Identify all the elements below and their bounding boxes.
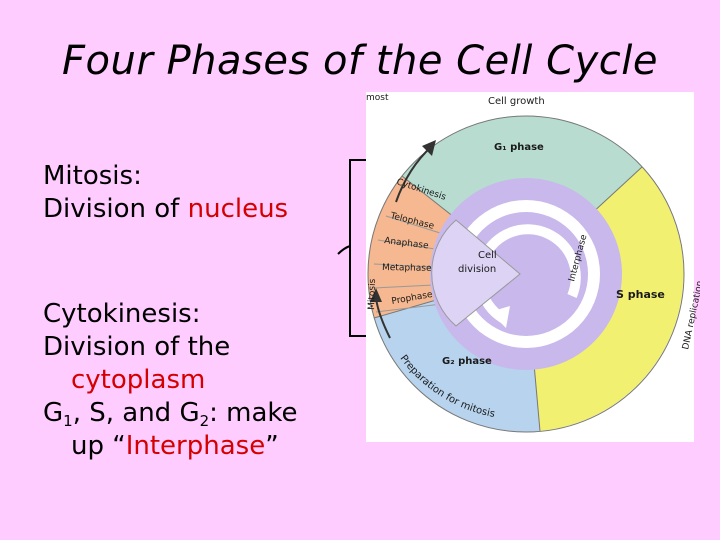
interphase-mid: , S, and G bbox=[72, 398, 200, 428]
cytokinesis-description: Division of the bbox=[43, 332, 231, 362]
metaphase-label: Metaphase bbox=[382, 263, 432, 274]
cell-growth-label: Cell growth bbox=[488, 96, 545, 107]
mitosis-block: Mitosis: Division of nucleus bbox=[43, 160, 288, 226]
g1-phase-label: G₁ phase bbox=[494, 142, 544, 153]
s-phase-label: S phase bbox=[616, 288, 665, 301]
cytokinesis-block: Cytokinesis: Division of the cytoplasm G… bbox=[43, 298, 298, 463]
mitosis-heading: Mitosis: bbox=[43, 161, 142, 191]
corner-fragment: most bbox=[366, 93, 389, 103]
interphase-line: G1, S, and G2: make bbox=[43, 397, 298, 430]
interphase-line-2: up “Interphase” bbox=[43, 430, 298, 463]
g1-subscript: 1 bbox=[63, 412, 73, 430]
cytokinesis-heading: Cytokinesis: bbox=[43, 299, 201, 329]
g-letter: G bbox=[43, 398, 64, 428]
mitosis-description: Division of nucleus bbox=[43, 193, 288, 226]
division-label: division bbox=[458, 264, 496, 275]
interphase-highlight: Interphase bbox=[125, 431, 266, 461]
mitosis-desc-prefix: Division of bbox=[43, 194, 188, 224]
bracket-connector bbox=[337, 159, 368, 337]
cell-label: Cell bbox=[478, 250, 497, 261]
mitosis-label: Mitosis bbox=[367, 278, 378, 310]
cytoplasm-highlight: cytoplasm bbox=[71, 365, 206, 395]
interphase-suffix: : make bbox=[209, 398, 298, 428]
nucleus-highlight: nucleus bbox=[187, 194, 289, 224]
g2-phase-label: G₂ phase bbox=[442, 356, 492, 367]
slide-title: Four Phases of the Cell Cycle bbox=[62, 38, 658, 84]
cell-division-wedge bbox=[431, 219, 521, 327]
interphase-line2-suffix: ” bbox=[265, 431, 279, 461]
g2-subscript: 2 bbox=[199, 412, 210, 430]
cell-cycle-diagram: most Cell growth G₁ phase S phase DNA re… bbox=[366, 92, 700, 442]
interphase-line2-prefix: up “ bbox=[71, 431, 126, 461]
